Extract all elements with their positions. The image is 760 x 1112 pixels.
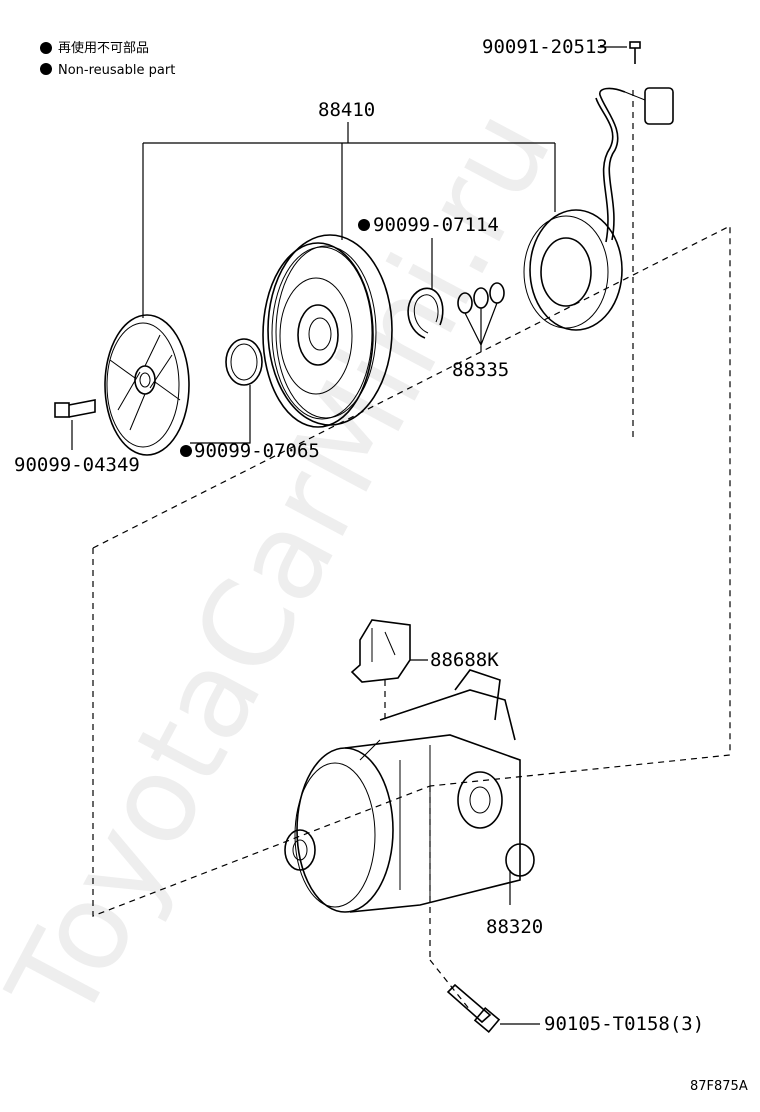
- label-88688k: 88688K: [430, 649, 499, 671]
- leader-88335: [464, 302, 498, 352]
- circlip-illustration: [407, 287, 444, 339]
- legend-bullet-jp: [40, 42, 52, 54]
- magnetic-coil-illustration: [523, 87, 674, 331]
- label-90105-t0158: 90105-T0158(3): [544, 1013, 704, 1035]
- compressor-illustration: [284, 669, 535, 913]
- label-90099-07065: 90099-07065: [194, 440, 320, 462]
- screw-90091-illustration: [629, 41, 641, 64]
- label-90099-04349: 90099-04349: [14, 454, 140, 476]
- label-90099-07114: 90099-07114: [373, 214, 499, 236]
- label-90091-20513: 90091-20513: [482, 36, 608, 58]
- legend-en: Non-reusable part: [58, 63, 175, 78]
- label-88320: 88320: [486, 916, 543, 938]
- snap-ring-illustration: [225, 338, 263, 386]
- legend-bullet-en: [40, 63, 52, 75]
- dashed-bolt-line-lower: [429, 959, 471, 1011]
- dashed-outline-right: [92, 225, 731, 787]
- bolt-90099-04349-illustration: [54, 399, 96, 418]
- label-88335: 88335: [452, 359, 509, 381]
- dashed-outline-left: [92, 548, 431, 917]
- pulley-illustration: [262, 234, 393, 428]
- clutch-hub-plate-illustration: [104, 314, 190, 456]
- bracket-88688k-illustration: [350, 619, 411, 683]
- label-88410: 88410: [318, 99, 375, 121]
- leader-90099-07065: [190, 385, 251, 444]
- nonreusable-bullet-07065: [180, 445, 192, 457]
- legend-jp: 再使用不可部品: [58, 40, 149, 56]
- figure-code: 87F875A: [690, 1079, 748, 1094]
- bolt-90105-illustration: [446, 983, 501, 1034]
- nonreusable-bullet-07114: [358, 219, 370, 231]
